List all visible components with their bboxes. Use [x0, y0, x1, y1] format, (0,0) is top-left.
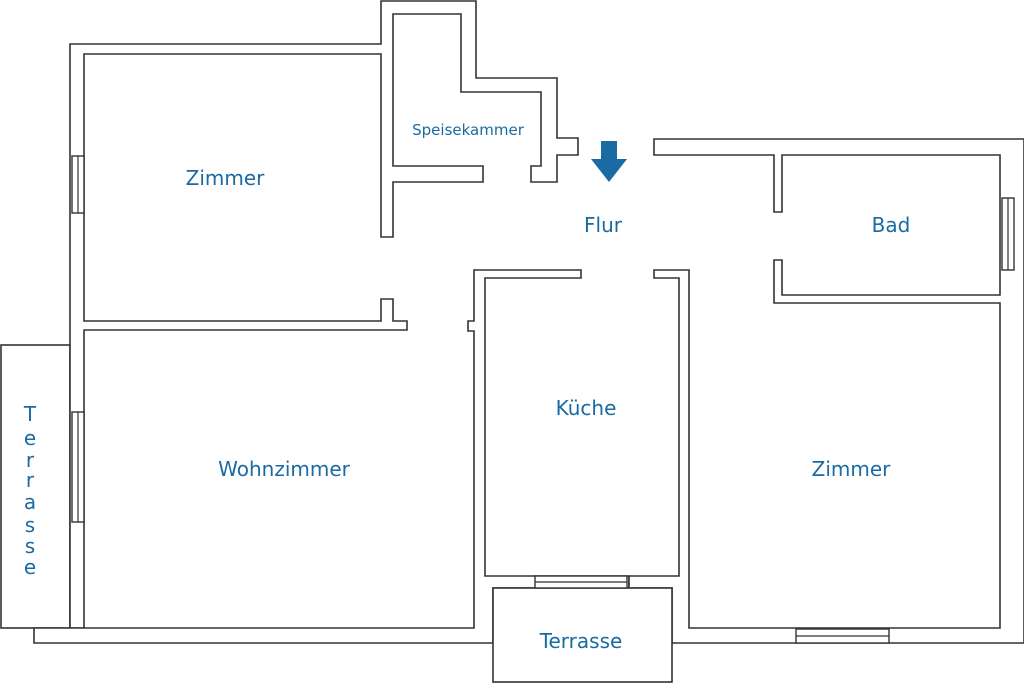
terrasse-left-letter: s	[25, 513, 35, 537]
terrace-left-outline	[0, 344, 71, 629]
room-label-kueche: Küche	[556, 396, 617, 420]
terrasse-left-letter: r	[26, 468, 35, 492]
terrasse-left-letter: a	[24, 490, 36, 514]
outer-wall-right	[628, 138, 1024, 644]
window-bad	[1001, 197, 1015, 271]
room-label-terrasse-left: T e r r a s s e	[23, 402, 37, 579]
window-top-left-room	[71, 155, 85, 214]
room-label-zimmer-right: Zimmer	[812, 457, 892, 481]
room-label-zimmer-top-left: Zimmer	[186, 166, 266, 190]
window-kitchen	[534, 575, 628, 589]
terrasse-left-letter: e	[24, 555, 36, 579]
room-label-terrasse-bottom: Terrasse	[539, 629, 623, 653]
terrasse-left-letter: e	[24, 426, 36, 450]
window-right-room	[795, 628, 890, 644]
room-label-speisekammer: Speisekammer	[412, 121, 525, 139]
terrace-bottom-outline	[492, 587, 673, 683]
room-label-flur: Flur	[584, 213, 623, 237]
room-label-wohnzimmer: Wohnzimmer	[218, 457, 351, 481]
room-label-bad: Bad	[872, 213, 911, 237]
terrasse-left-letter: r	[26, 448, 35, 472]
terrasse-left-letter: T	[23, 402, 37, 426]
terrasse-left-letter: s	[25, 534, 35, 558]
outer-wall-left	[69, 0, 579, 629]
window-living-room	[71, 411, 85, 523]
arrow-down-icon	[591, 141, 627, 182]
